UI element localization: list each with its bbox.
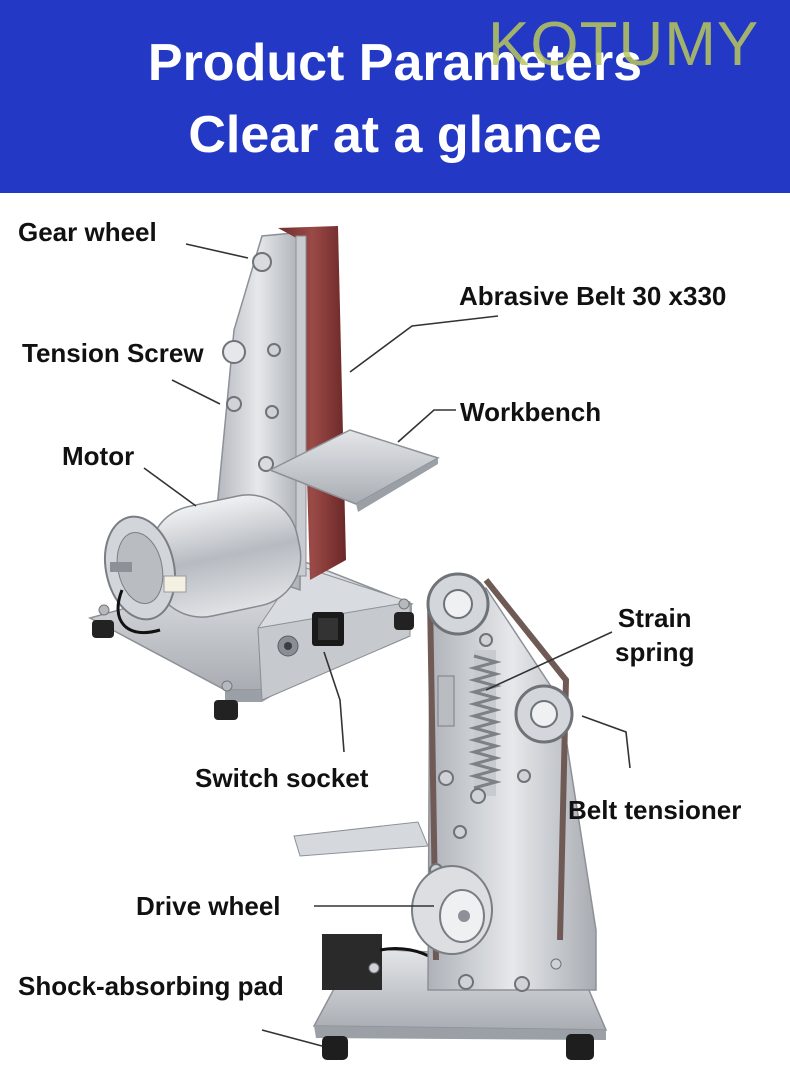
label-abrasive-belt: Abrasive Belt 30 x330 [459, 281, 727, 311]
switch-box-front [257, 601, 411, 701]
rear-switch-box [322, 934, 382, 990]
leader-tension-screw [171, 379, 221, 405]
label-shock-pad: Shock-absorbing pad [18, 971, 284, 1001]
leader-shock-pad [261, 1029, 323, 1047]
label-tension-screw: Tension Screw [22, 338, 204, 368]
leader-gear-wheel [185, 243, 249, 259]
label-belt-tensioner: Belt tensioner [568, 795, 742, 825]
rear-workbench [293, 821, 429, 857]
strain-spring [468, 650, 502, 796]
foot-2a [322, 1036, 348, 1060]
drive-wheel [411, 865, 493, 955]
label-drive-wheel: Drive wheel [136, 891, 281, 921]
leader-workbench [397, 409, 456, 443]
label-switch-socket: Switch socket [195, 763, 369, 793]
brand-watermark: KOTUMY [488, 10, 760, 79]
sander-rear-view [293, 572, 608, 1060]
headline-line-2: Clear at a glance [188, 106, 602, 164]
label-gear-wheel: Gear wheel [18, 217, 157, 247]
tension-screw-knob [222, 340, 246, 364]
foot-1b [214, 700, 238, 720]
foot-1c [394, 612, 414, 630]
leader-lines [143, 243, 631, 1047]
label-strain-spring-line2: spring [615, 637, 695, 667]
leader-motor [143, 467, 197, 507]
label-workbench: Workbench [460, 397, 602, 427]
headline-line-1: Product Parameters [147, 34, 643, 92]
leader-switch-socket [323, 651, 345, 753]
rocker-switch-face [318, 618, 338, 640]
leader-abrasive-belt [349, 315, 499, 373]
leader-strain-spring [485, 631, 613, 691]
base-plate-1-edge [225, 604, 412, 702]
leader-belt-tensioner [581, 715, 631, 769]
foot-2b [566, 1034, 594, 1060]
foot-1a [92, 620, 114, 638]
title-banner: Product Parameters Clear at a glance KOT… [0, 0, 790, 193]
label-strain-spring: Strain spring [615, 601, 694, 669]
sander-front-view [87, 226, 440, 720]
label-motor: Motor [62, 441, 135, 471]
label-strain-spring-line1: Strain [617, 603, 692, 633]
motor [104, 494, 302, 635]
gear-wheel-bolt [252, 252, 272, 272]
